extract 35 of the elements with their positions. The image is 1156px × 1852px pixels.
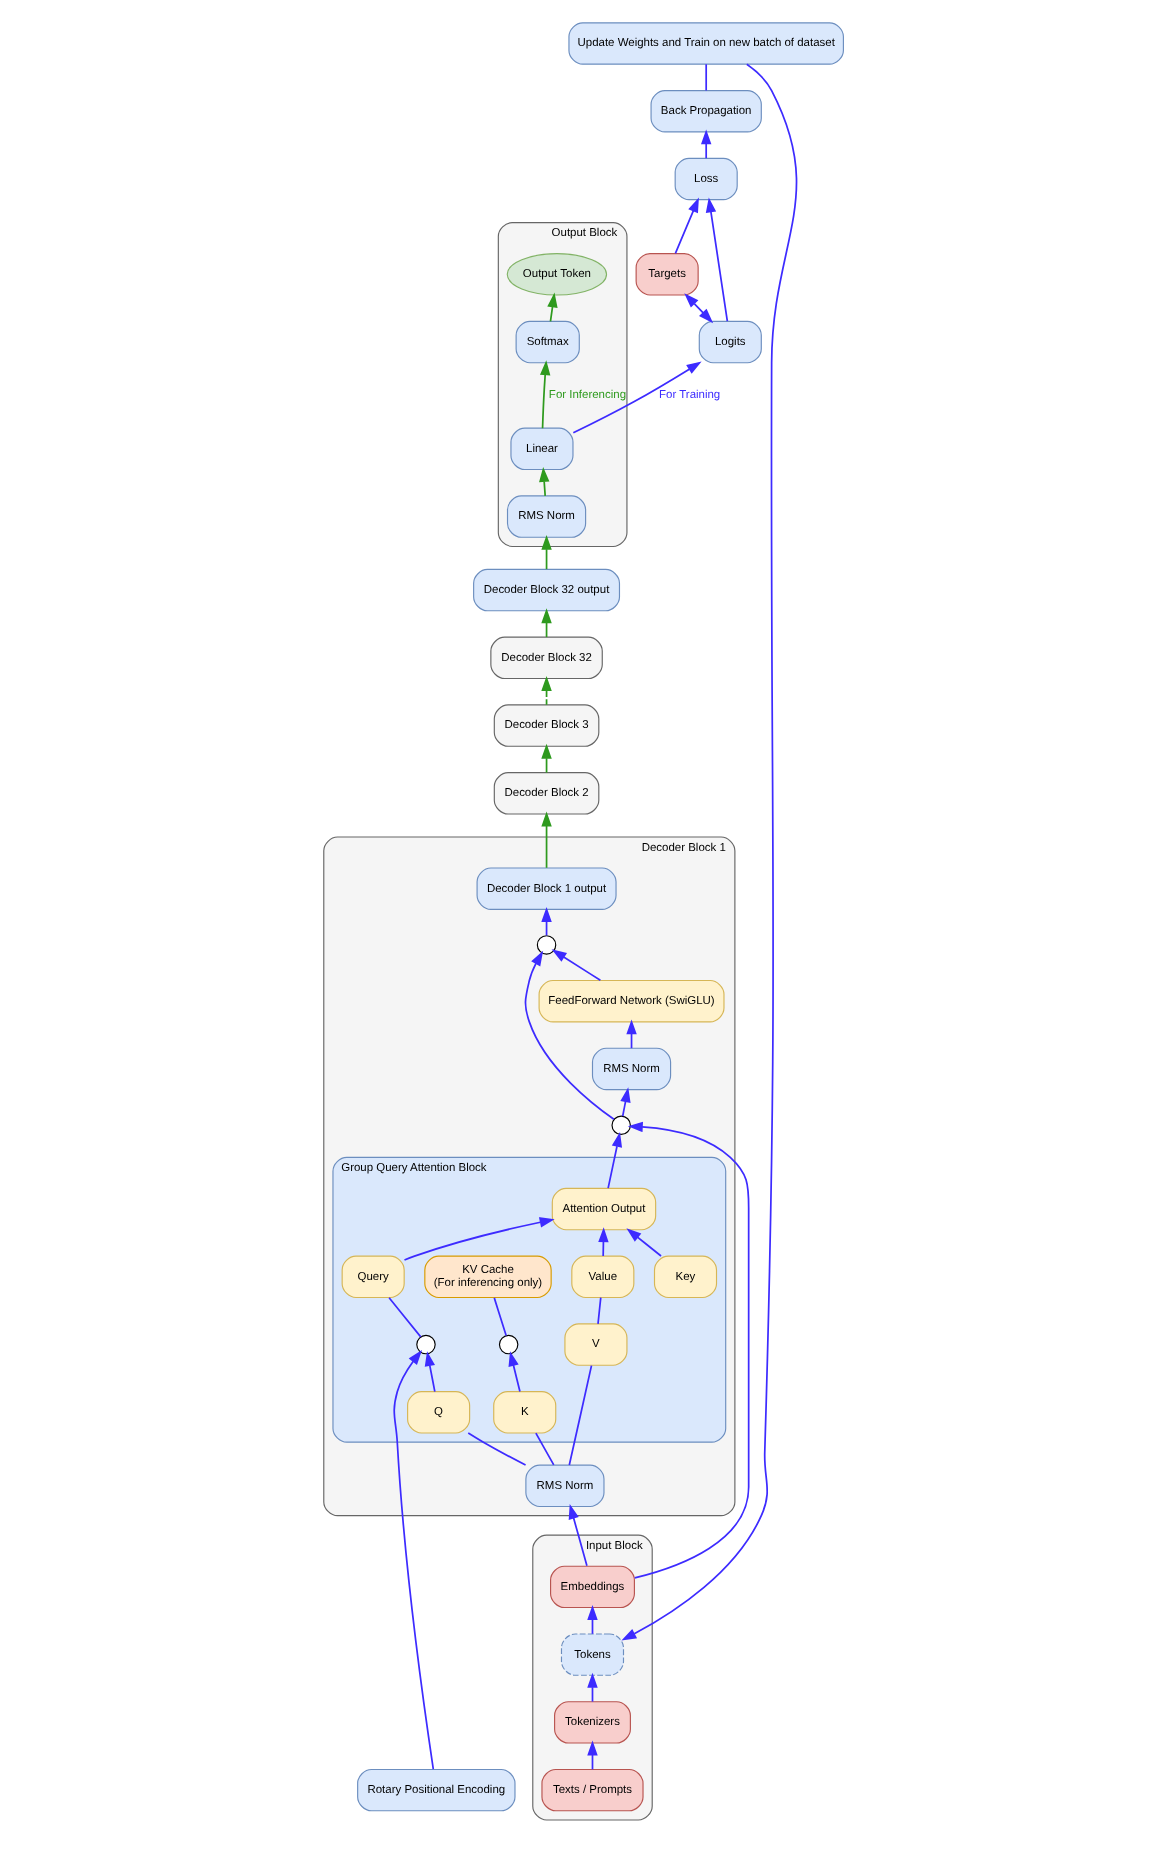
arrow	[402, 1217, 554, 1261]
arrow	[523, 950, 614, 1121]
node-circle	[497, 1334, 518, 1355]
connector	[596, 1296, 601, 1325]
arrow	[507, 1351, 520, 1393]
connector	[567, 1364, 592, 1466]
arrow	[567, 1504, 587, 1567]
connector	[466, 1432, 526, 1466]
arrow	[619, 1087, 630, 1117]
arrow	[683, 293, 713, 324]
arrow	[550, 949, 601, 982]
arrow	[540, 676, 551, 706]
arrow	[699, 129, 711, 160]
arrow	[392, 1349, 434, 1770]
arrow	[625, 1228, 661, 1257]
arrow	[704, 197, 728, 323]
connector	[387, 1296, 421, 1338]
arrow	[538, 360, 550, 430]
arrow	[538, 467, 549, 497]
node-circle	[415, 1334, 435, 1355]
arrow	[606, 1132, 622, 1190]
node-circle	[535, 935, 556, 955]
connector	[492, 1297, 506, 1337]
arrow	[540, 811, 551, 869]
arrow	[597, 1227, 608, 1257]
connector	[534, 1432, 554, 1466]
connector	[704, 63, 707, 92]
arrow	[540, 534, 551, 570]
arrow	[546, 292, 557, 323]
arrow	[571, 361, 701, 434]
arrow	[673, 197, 698, 255]
arrow	[626, 1121, 749, 1579]
arrow	[620, 63, 797, 1641]
arrow	[423, 1351, 435, 1393]
node-circle	[610, 1115, 630, 1135]
